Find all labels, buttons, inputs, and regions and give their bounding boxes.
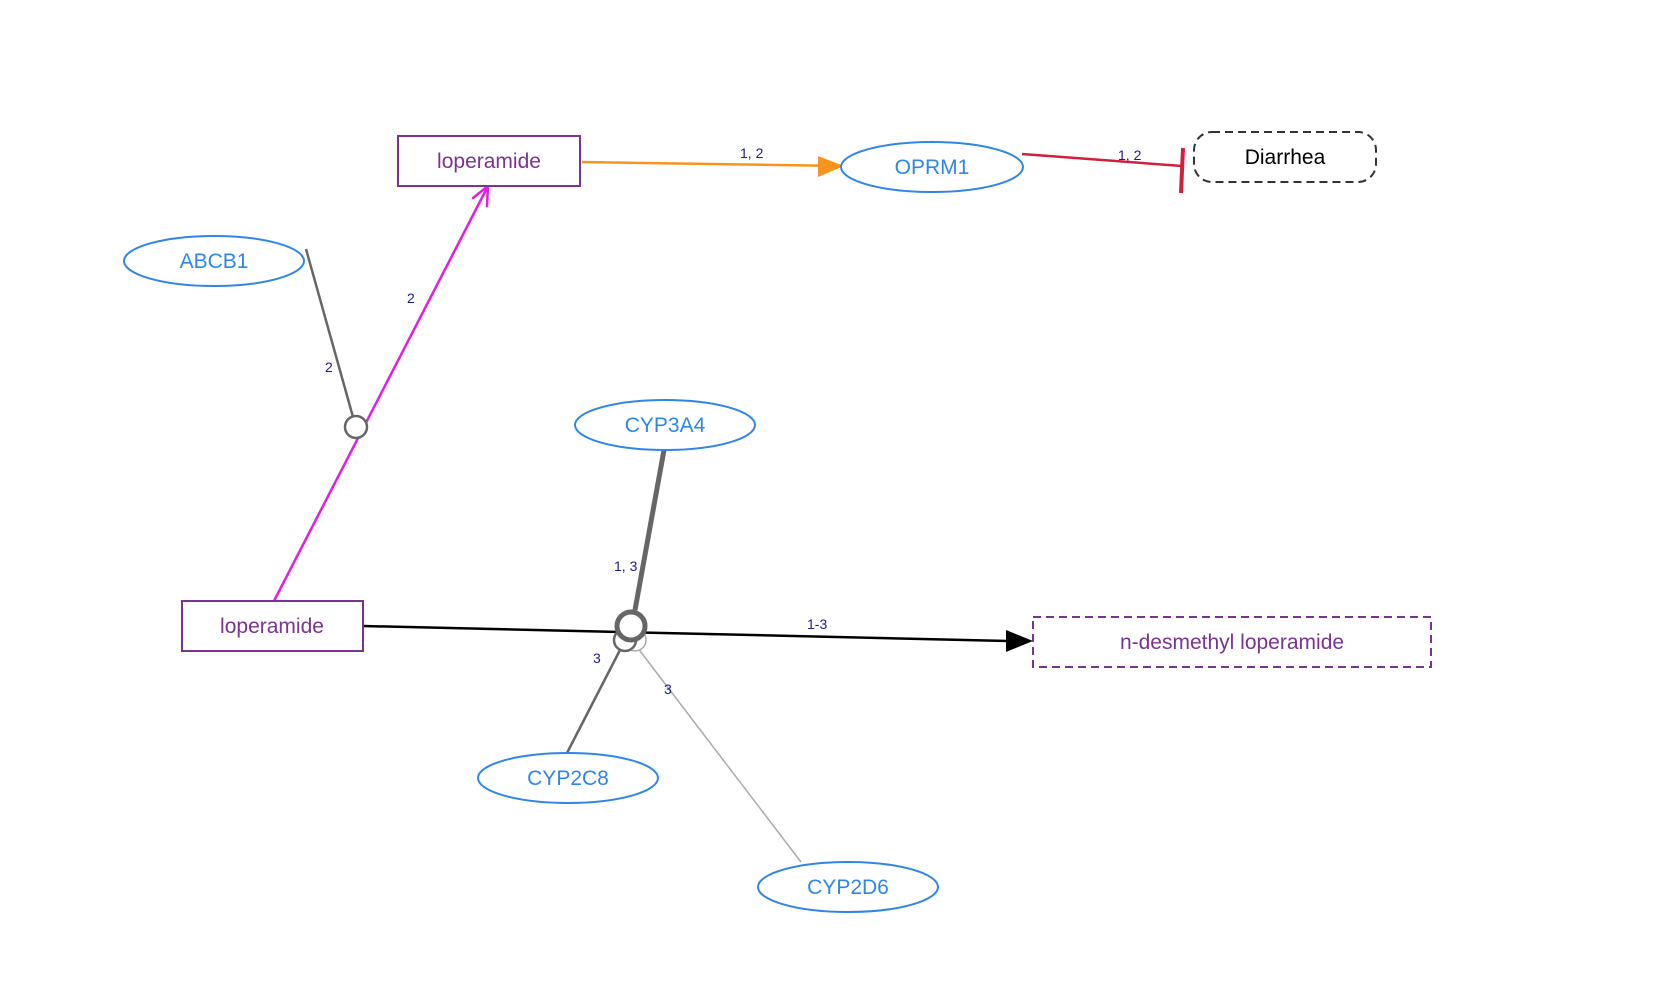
node-loperamide-top-label: loperamide	[437, 150, 541, 173]
node-cyp2d6-shape	[757, 861, 939, 913]
node-loperamide-top[interactable]: loperamide	[397, 135, 581, 187]
edge-abcb1-catalysis-circle	[343, 414, 369, 440]
node-n-desmethyl-loperamide-shape	[1032, 616, 1432, 668]
node-abcb1[interactable]: ABCB1	[123, 235, 305, 287]
edge-transport-loperamide-label: 2	[407, 290, 415, 306]
edge-oprm1-to-diarrhea-label: 1, 2	[1118, 147, 1142, 163]
node-loperamide-bottom-shape	[181, 600, 364, 652]
node-n-desmethyl-loperamide[interactable]: n-desmethyl loperamide	[1032, 616, 1432, 668]
edge-abcb1-catalysis[interactable]	[304, 248, 355, 418]
edge-abcb1-catalysis-label: 2	[325, 359, 333, 375]
edge-oprm1-to-diarrhea[interactable]	[1021, 152, 1183, 168]
edge-cyp3a4-catalysis[interactable]	[632, 449, 667, 611]
edge-loperamide-to-oprm1-label: 1, 2	[740, 145, 764, 161]
edge-cyp2c8-catalysis[interactable]	[565, 649, 622, 754]
edge-metabolism-to-desmethyl-label: 1-3	[807, 616, 827, 632]
node-cyp2d6-label: CYP2D6	[807, 876, 889, 899]
edge-transport-loperamide[interactable]	[272, 187, 489, 602]
node-cyp3a4-shape	[574, 399, 756, 451]
node-cyp2c8[interactable]: CYP2C8	[477, 752, 659, 804]
node-loperamide-bottom-label: loperamide	[220, 615, 324, 638]
edge-loperamide-to-oprm1[interactable]	[581, 160, 843, 168]
node-cyp2d6[interactable]: CYP2D6	[757, 861, 939, 913]
edge-oprm1-to-diarrhea-inhibition-bar	[1179, 147, 1185, 194]
edge-metabolism-to-desmethyl[interactable]	[362, 624, 1009, 643]
edge-cyp3a4-catalysis-circle	[614, 609, 648, 643]
edge-loperamide-to-oprm1-arrowhead	[818, 156, 844, 177]
node-diarrhea-shape	[1193, 131, 1377, 183]
node-diarrhea-label: Diarrhea	[1245, 146, 1326, 169]
node-cyp3a4-label: CYP3A4	[625, 414, 706, 437]
edge-cyp2d6-catalysis[interactable]	[636, 646, 802, 863]
node-diarrhea[interactable]: Diarrhea	[1193, 131, 1377, 183]
node-oprm1-shape	[840, 141, 1024, 193]
node-abcb1-shape	[123, 235, 305, 287]
node-oprm1[interactable]: OPRM1	[840, 141, 1024, 193]
node-loperamide-bottom[interactable]: loperamide	[181, 600, 364, 652]
node-n-desmethyl-loperamide-label: n-desmethyl loperamide	[1120, 631, 1344, 654]
edge-metabolism-to-desmethyl-arrowhead	[1006, 630, 1033, 652]
node-oprm1-label: OPRM1	[895, 156, 970, 179]
edge-cyp3a4-catalysis-label: 1, 3	[614, 558, 638, 574]
edge-cyp2d6-catalysis-label: 3	[664, 681, 672, 697]
node-cyp3a4[interactable]: CYP3A4	[574, 399, 756, 451]
edge-cyp2c8-catalysis-label: 3	[593, 650, 601, 666]
node-abcb1-label: ABCB1	[180, 250, 249, 273]
node-cyp2c8-label: CYP2C8	[527, 767, 609, 790]
node-cyp2c8-shape	[477, 752, 659, 804]
node-loperamide-top-shape	[397, 135, 581, 187]
